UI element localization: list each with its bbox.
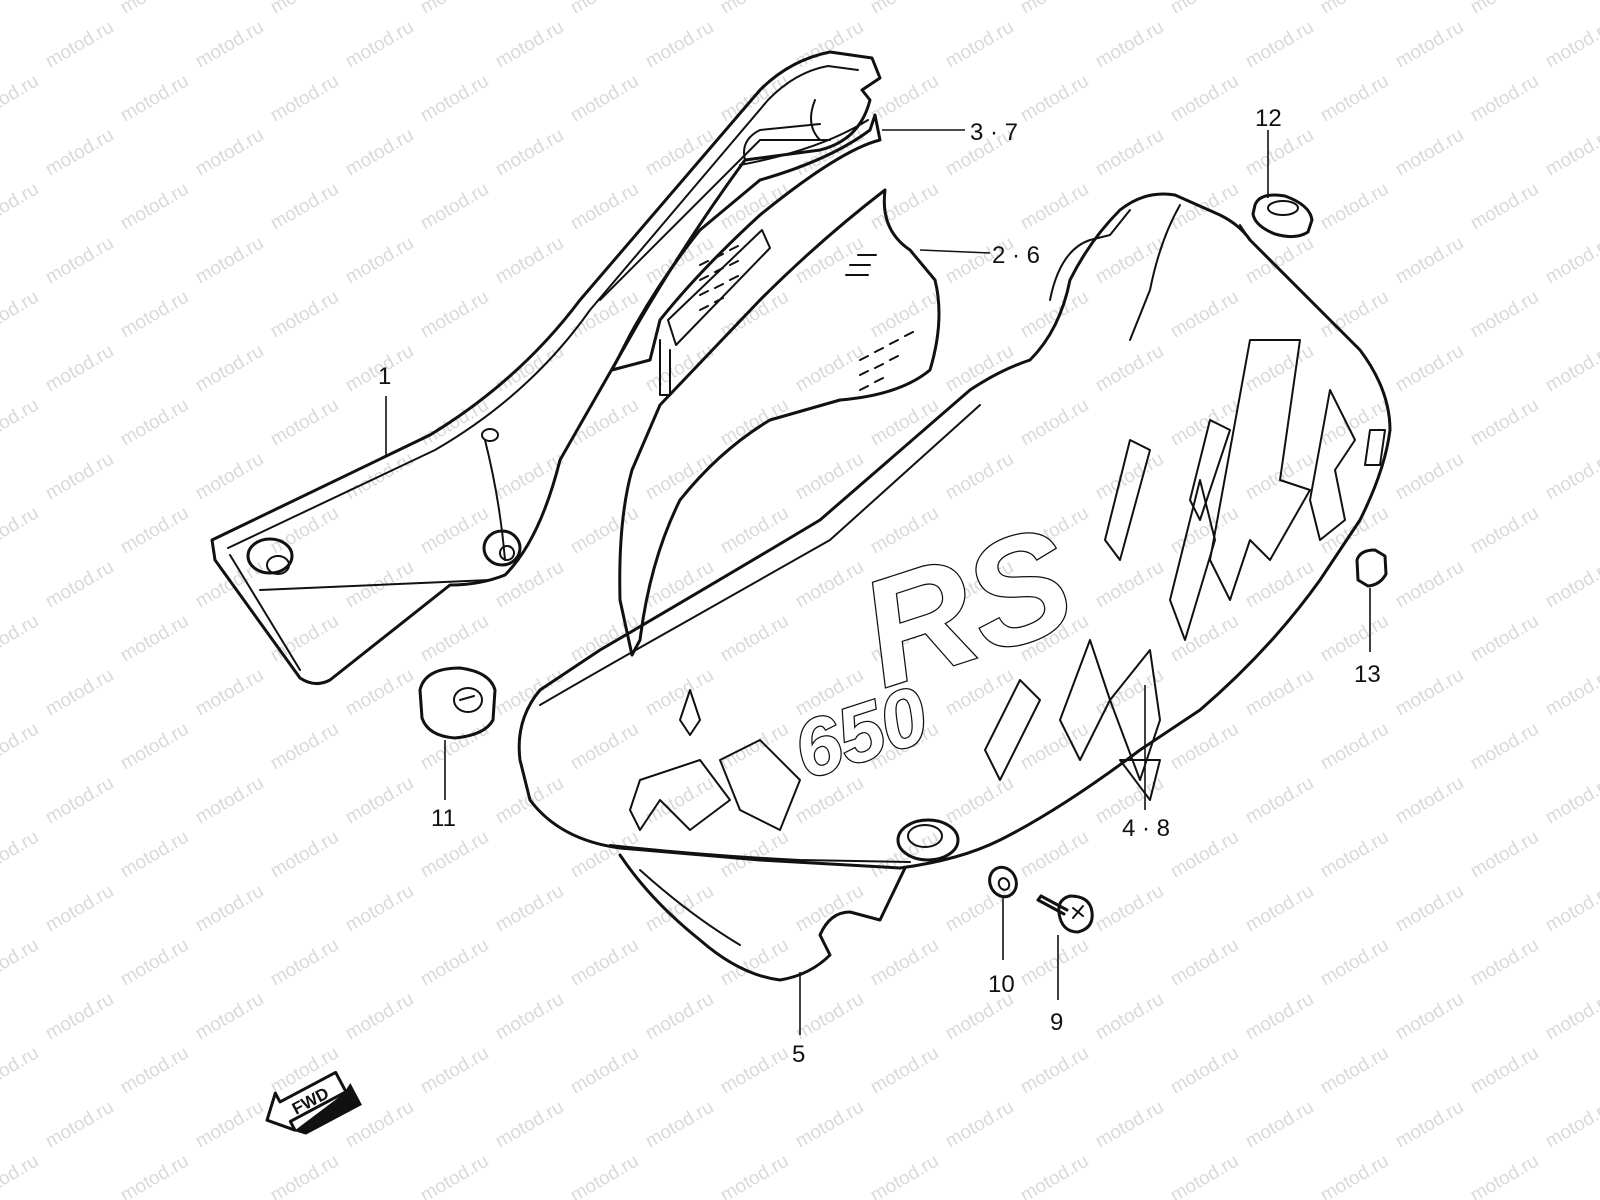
washer-10: [988, 865, 1018, 899]
leader-lines: [385, 129, 1371, 1035]
decal-650-number: 650: [784, 670, 938, 796]
callout-5: 5: [792, 1041, 805, 1068]
frame-cover-stripe-upper: [610, 113, 882, 372]
nut-13: [1355, 548, 1388, 588]
grommet-12: [1251, 193, 1314, 239]
mesh-pattern: [699, 245, 914, 391]
frame-cover-lower-panel: [618, 853, 907, 982]
model-decal: RS 650: [782, 493, 1092, 797]
callout-12: 12: [1255, 105, 1282, 132]
callout-9: 9: [1050, 1009, 1063, 1036]
callout-4-8: 4 · 8: [1122, 815, 1170, 842]
frame-cover-panel-middle: [618, 188, 941, 657]
callout-11: 11: [431, 805, 456, 832]
fwd-direction-arrow: FWD: [265, 1070, 362, 1135]
frame-cover-left: [210, 50, 882, 685]
screw-9: [1036, 894, 1094, 934]
callout-10: 10: [988, 971, 1015, 998]
frame-cover-right: RS 650: [517, 192, 1392, 870]
grommet-11: [418, 666, 497, 740]
callout-1: 1: [378, 363, 391, 390]
callout-labels: 1 3 · 7 2 · 6 12 13 11 4 · 8 10 9 5: [378, 105, 1381, 1068]
callout-2-6: 2 · 6: [992, 242, 1040, 269]
callout-13: 13: [1354, 661, 1381, 688]
callout-3-7: 3 · 7: [970, 119, 1018, 146]
